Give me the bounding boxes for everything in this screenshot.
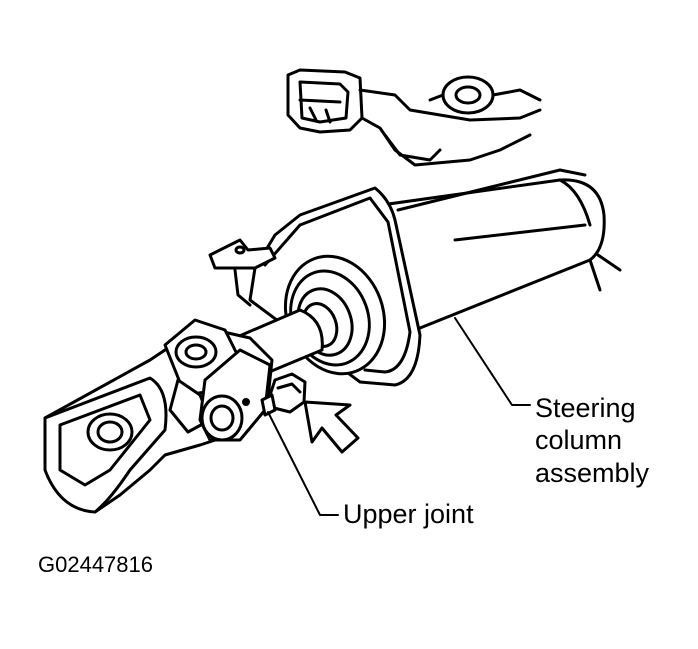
steering-column-label: Steering column assembly: [535, 392, 649, 489]
upper-mount-bracket: [286, 68, 542, 167]
steering-column-label-line2: column: [535, 425, 623, 456]
upper-joint-leader: [267, 411, 339, 516]
clamp-bolt: [260, 372, 307, 417]
upper-joint-label: Upper joint: [343, 499, 474, 529]
upper-joint: [43, 318, 274, 514]
leader-lines: [267, 317, 531, 516]
pointer-arrow: [303, 400, 360, 454]
figure-id: G02447816: [38, 552, 153, 577]
steering-column-label-line3: assembly: [535, 457, 650, 488]
steering-column-leader: [454, 317, 531, 406]
steering-column-label-line1: Steering: [535, 393, 636, 423]
